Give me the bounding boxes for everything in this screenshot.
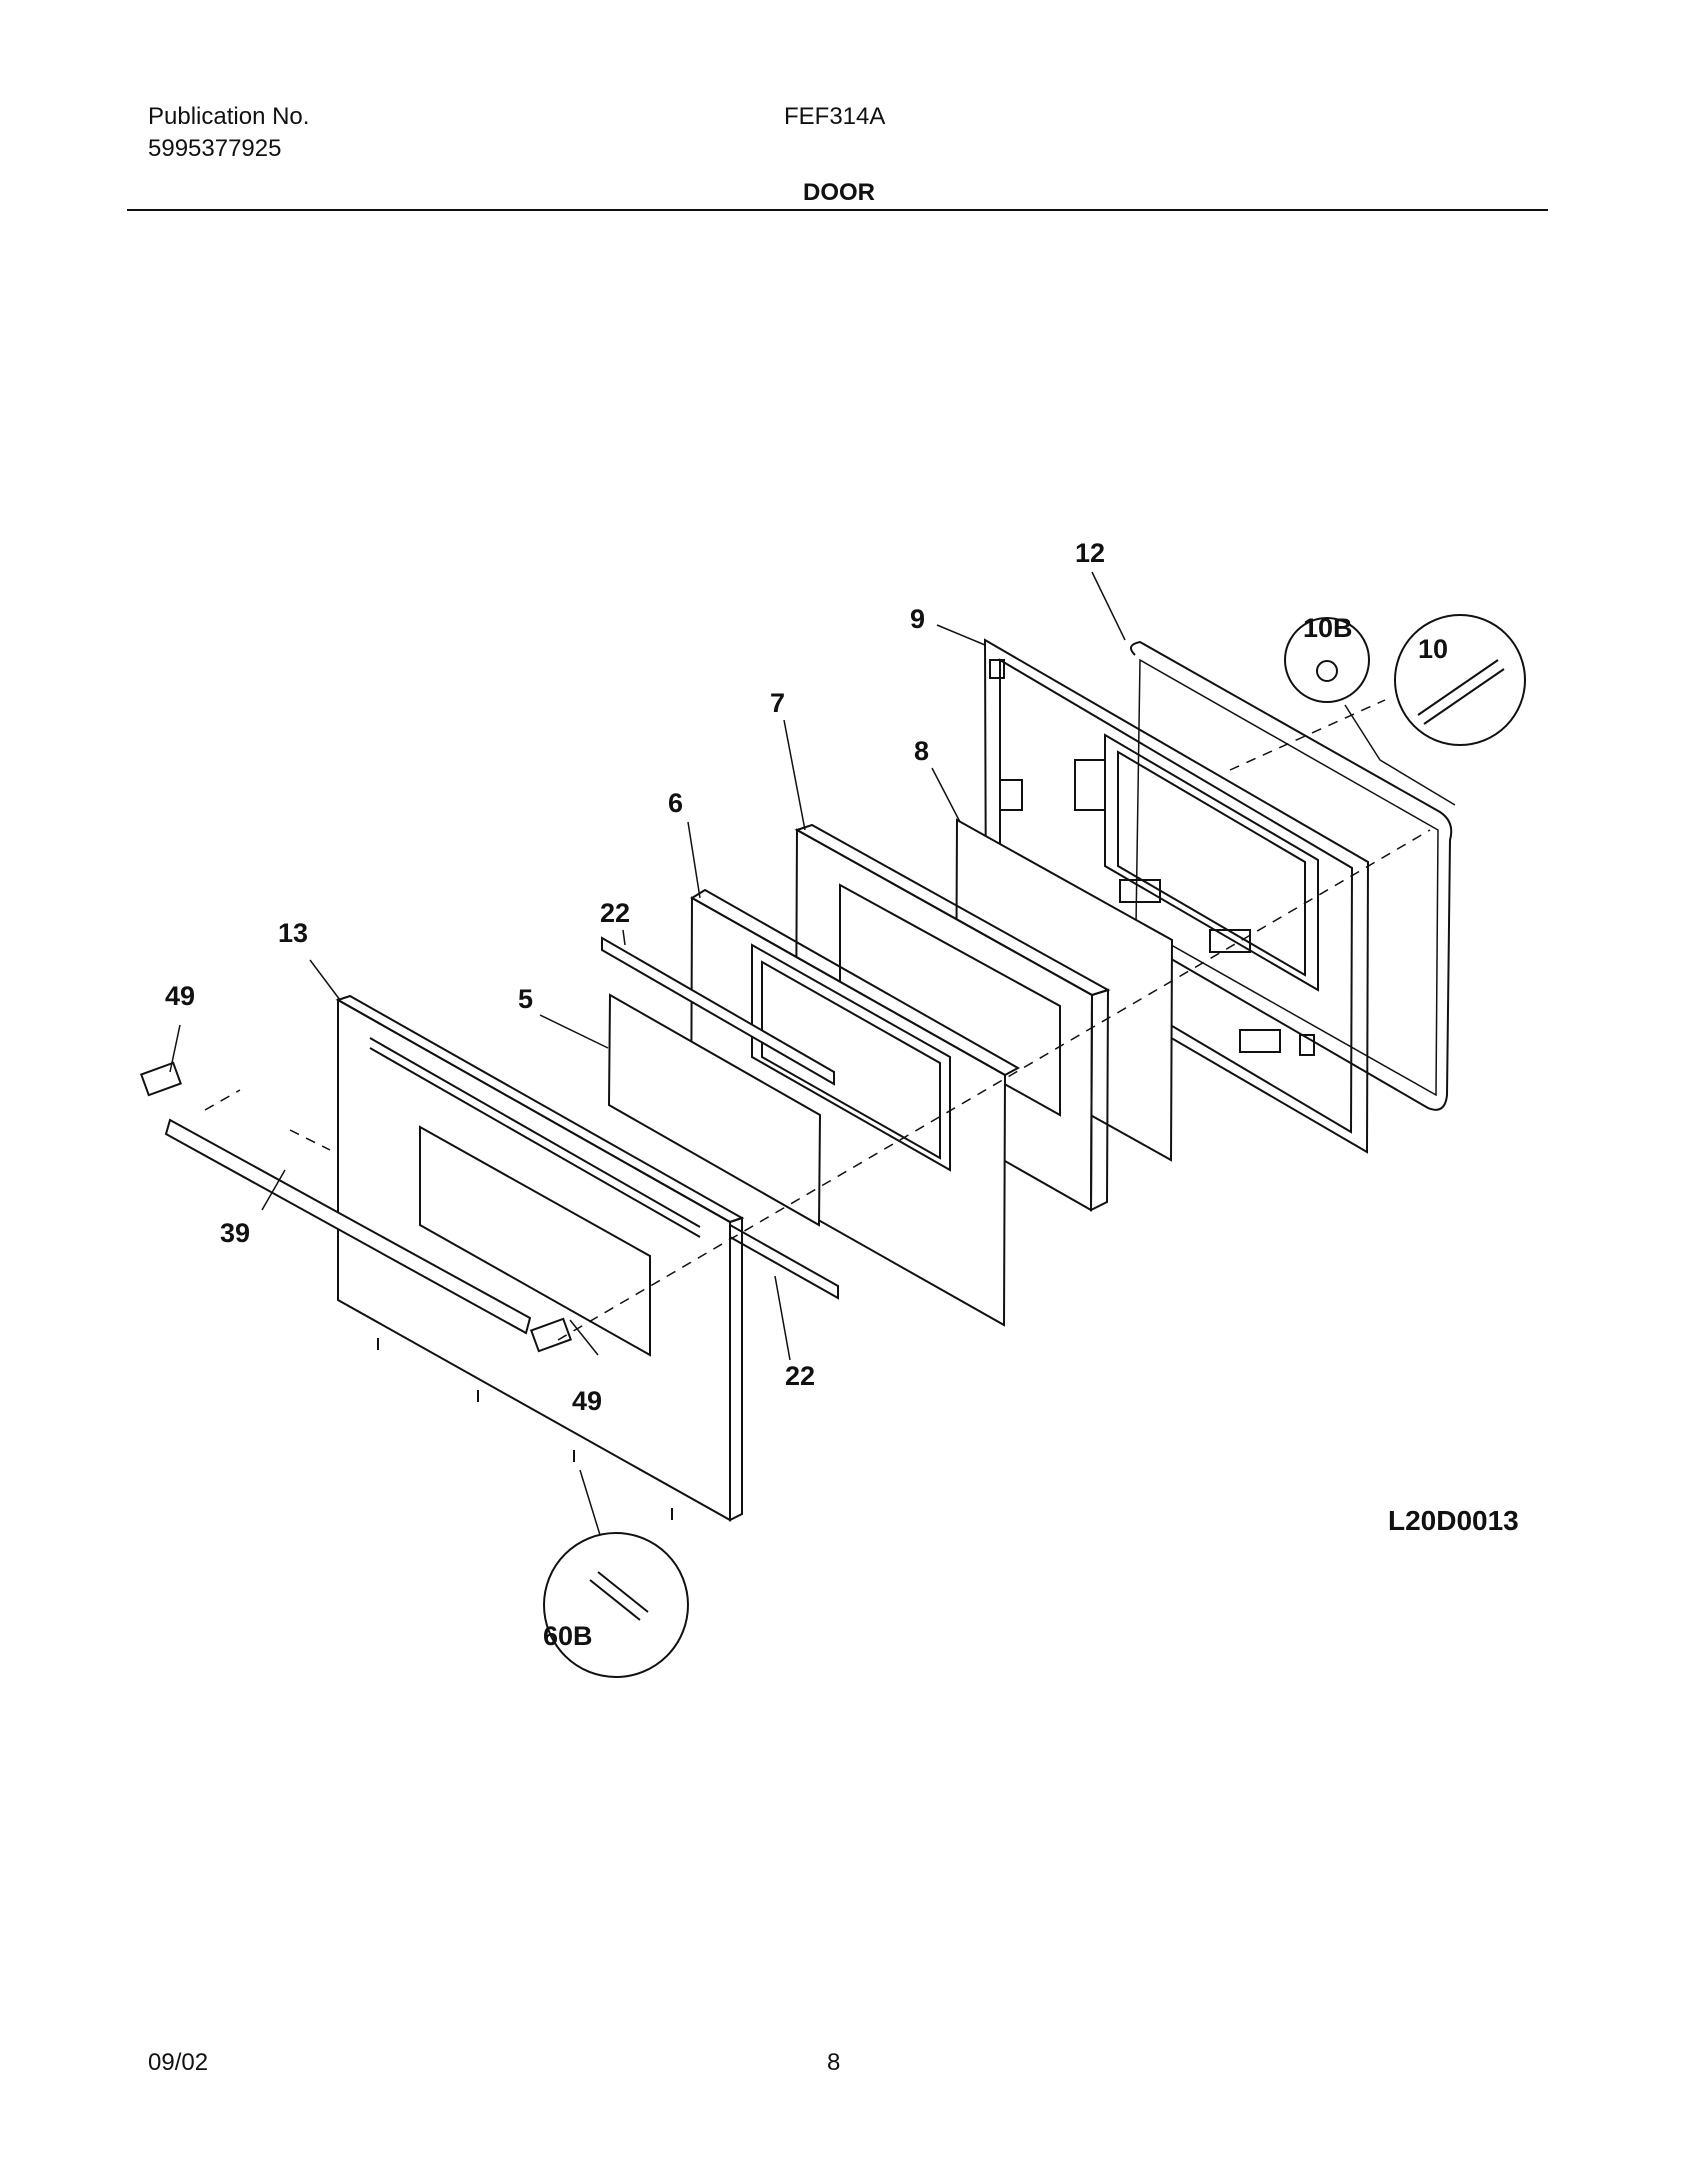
publication-number: 5995377925	[148, 135, 282, 162]
screw-marks	[377, 1338, 673, 1520]
inner-door-frame-part	[983, 638, 1370, 1154]
handle-cap-right-part	[529, 1317, 573, 1353]
bracket-bottom-part	[729, 1223, 839, 1300]
callout-22-bottom: 22	[785, 1361, 815, 1391]
door-handle-part	[164, 1118, 532, 1335]
callout-39: 39	[220, 1218, 250, 1248]
callout-5: 5	[518, 984, 533, 1014]
callout-8: 8	[914, 736, 929, 766]
callout-6: 6	[668, 788, 683, 818]
bolt-icon	[1417, 659, 1505, 725]
leader-lines	[169, 571, 1456, 1536]
callout-10b: 10B	[1303, 613, 1353, 643]
callout-10: 10	[1418, 634, 1448, 664]
callout-49-left: 49	[165, 981, 195, 1011]
bracket-top-part	[601, 936, 835, 1086]
callout-49-bottom: 49	[572, 1386, 602, 1416]
model-number: FEF314A	[784, 103, 886, 130]
diagram-code: L20D0013	[1388, 1505, 1519, 1536]
callout-22-top: 22	[600, 898, 630, 928]
callout-9: 9	[910, 604, 925, 634]
window-glass-part	[607, 993, 822, 1227]
page-number: 8	[827, 2049, 841, 2076]
handle-cap-left-part	[139, 1061, 183, 1097]
section-title: DOOR	[803, 179, 875, 206]
detail-circle-60b	[543, 1532, 689, 1678]
outer-door-panel-part	[335, 994, 745, 1522]
callout-60b: 60B	[543, 1621, 593, 1651]
publication-label: Publication No.	[148, 103, 310, 130]
alignment-lines	[204, 699, 1431, 1341]
footer-date: 09/02	[148, 2049, 209, 2076]
callout-13: 13	[278, 918, 308, 948]
washer-icon	[1316, 660, 1338, 682]
screw-icon	[589, 1571, 649, 1621]
callout-7: 7	[770, 688, 785, 718]
header-rule	[127, 209, 1548, 211]
callout-12: 12	[1075, 538, 1105, 568]
detail-circle-10	[1394, 614, 1526, 746]
